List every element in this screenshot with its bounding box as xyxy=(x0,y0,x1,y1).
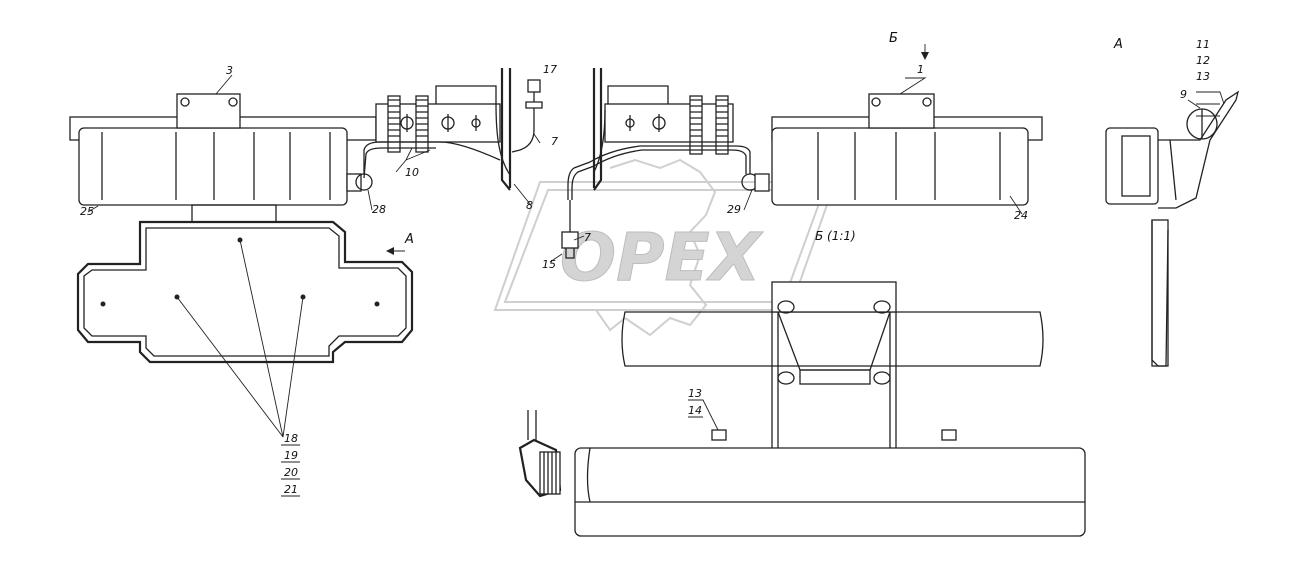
leaders xyxy=(87,44,1225,497)
right-lamp xyxy=(771,127,1029,206)
label-12: 12 xyxy=(1196,54,1210,67)
right-mount-bar xyxy=(604,103,734,143)
label-29: 29 xyxy=(727,203,741,216)
label-3: 3 xyxy=(226,64,233,77)
view-arrow-a-label: А xyxy=(404,232,414,247)
label-10: 10 xyxy=(405,166,419,179)
label-7-bottom: 7 xyxy=(584,231,591,244)
top-assembly-view xyxy=(69,68,1043,259)
label-15: 15 xyxy=(542,258,556,271)
label-9: 9 xyxy=(1180,88,1187,101)
section-b-title: Б (1:1) xyxy=(815,229,856,243)
view-arrow-b-label: Б xyxy=(889,31,898,46)
label-25: 25 xyxy=(80,205,94,218)
label-28: 28 xyxy=(372,203,386,216)
label-20: 20 xyxy=(284,466,298,479)
left-lamp xyxy=(78,127,348,206)
sensor-17 xyxy=(527,79,541,93)
section-lamp xyxy=(574,447,1086,537)
label-13-view-a: 13 xyxy=(1196,70,1210,83)
mounting-plate xyxy=(76,204,414,438)
right-clamp-1 xyxy=(689,95,703,155)
label-24: 24 xyxy=(1014,209,1028,222)
lamp-side xyxy=(1105,127,1159,205)
label-8: 8 xyxy=(526,199,533,212)
label-14: 14 xyxy=(688,404,702,417)
section-rail xyxy=(621,311,1044,367)
label-17: 17 xyxy=(543,63,557,76)
label-21: 21 xyxy=(284,483,298,496)
right-clamp-2 xyxy=(715,95,729,155)
label-1: 1 xyxy=(917,63,924,76)
label-18: 18 xyxy=(284,432,298,445)
label-19: 19 xyxy=(284,449,298,462)
watermark: OPEX xyxy=(493,158,837,337)
right-connector xyxy=(754,173,770,192)
label-11: 11 xyxy=(1196,38,1210,51)
callout-labels: 3 1 17 7 7 8 9 10 11 12 13 13 14 15 18 1… xyxy=(80,31,1210,496)
watermark-text: OPEX xyxy=(560,219,764,296)
view-a-detail xyxy=(1105,90,1240,367)
label-7-top: 7 xyxy=(551,135,558,148)
sensor-15 xyxy=(561,231,579,249)
section-b-detail xyxy=(518,281,1086,537)
label-13-section: 13 xyxy=(688,387,702,400)
view-a-title: А xyxy=(1113,37,1123,52)
